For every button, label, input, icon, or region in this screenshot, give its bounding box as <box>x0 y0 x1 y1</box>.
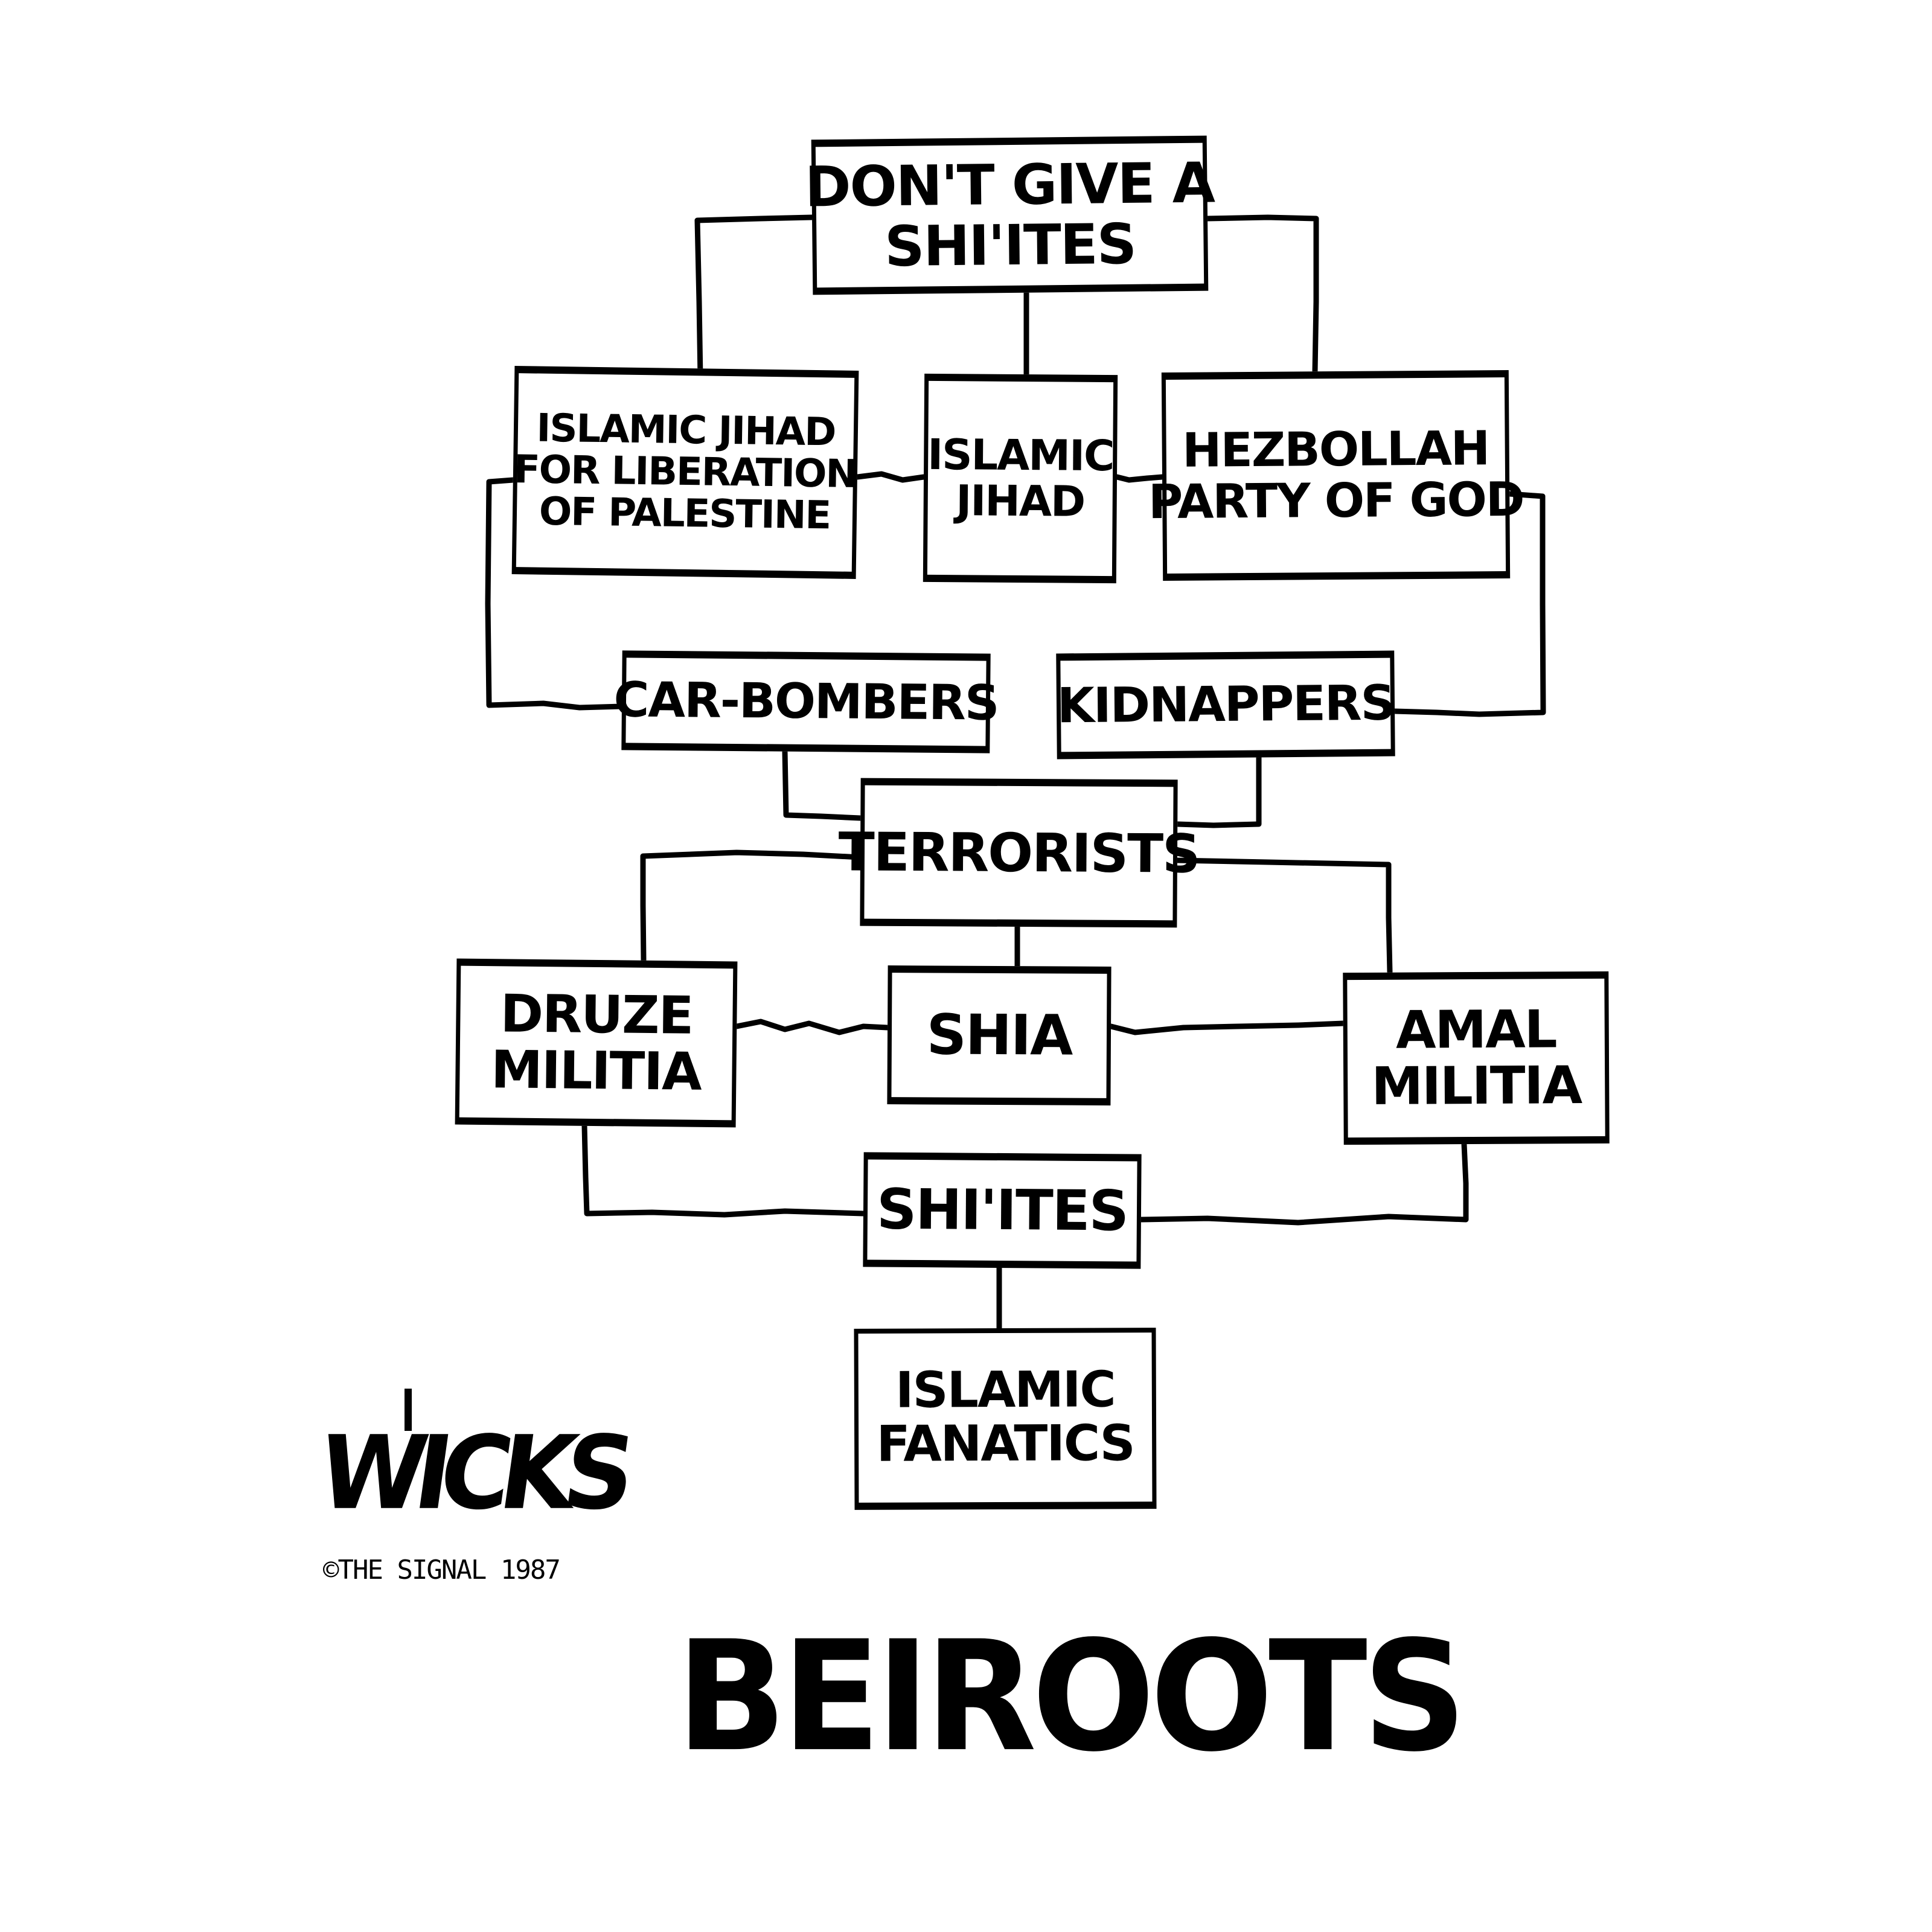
node-druze-militia: DRUZE MILITIA <box>455 958 738 1128</box>
node-islamic-fanatics: ISLAMIC FANATICS <box>854 1328 1157 1510</box>
edge-terr-druze <box>640 849 863 963</box>
edge-kid-terr <box>1174 755 1262 828</box>
edge-car-terr <box>782 749 863 821</box>
node-dont-give-a-shiites: DON'T GIVE A SHI'ITES <box>805 135 1214 295</box>
node-line: ISLAMIC <box>895 1361 1115 1420</box>
node-line: TERRORISTS <box>838 820 1200 885</box>
node-line: DRUZE <box>500 983 693 1046</box>
edge-hez-kid <box>1392 491 1546 717</box>
node-islamic-jihad-liberation-palestine: ISLAMIC JIHAD FOR LIBERATION OF PALESTIN… <box>511 366 859 579</box>
edge-terr-amal <box>1174 857 1393 975</box>
node-islamic-jihad: ISLAMIC JIHAD <box>923 373 1118 584</box>
node-line: FOR LIBERATION <box>513 447 857 497</box>
edge-ijlp-car <box>485 477 625 711</box>
edge-druze-shiites <box>581 1123 866 1218</box>
node-amal-militia: AMAL MILITIA <box>1343 971 1610 1145</box>
node-line: DON'T GIVE A <box>804 150 1215 220</box>
node-line: SHI'ITES <box>876 1177 1128 1244</box>
copyright-notice: ©THE SIGNAL 1987 <box>323 1555 561 1585</box>
node-line: FANATICS <box>876 1415 1134 1473</box>
node-line: OF PALESTINE <box>539 489 831 539</box>
node-line: AMAL <box>1395 999 1556 1061</box>
artist-signature: WICKS <box>312 1413 632 1532</box>
node-line: PARTY OF GOD <box>1148 472 1524 529</box>
node-line: JIHAD <box>955 475 1085 526</box>
node-terrorists: TERRORISTS <box>838 778 1200 928</box>
edge-amal-shiites <box>1138 1141 1469 1226</box>
node-line: MILITIA <box>490 1039 702 1102</box>
edge-druze-shia <box>734 1019 891 1035</box>
edge-top-hez <box>1204 214 1319 374</box>
node-line: KIDNAPPERS <box>1057 674 1395 734</box>
node-line: MILITIA <box>1371 1055 1582 1117</box>
edge-top-ijlp <box>694 214 815 380</box>
edge-shia-amal <box>1108 1020 1346 1035</box>
cartoon-title: BEIROOTS <box>676 1608 1467 1785</box>
signature-mark <box>405 1389 412 1431</box>
node-kidnappers: KIDNAPPERS <box>1056 650 1395 760</box>
node-line: SHIA <box>926 1002 1072 1068</box>
node-line: SHI'ITES <box>884 211 1136 279</box>
node-line: ISLAMIC JIHAD <box>536 406 836 455</box>
node-line: CAR-BOMBERS <box>613 671 999 732</box>
edge-ijlp-ij <box>854 471 927 483</box>
node-hezbollah: HEZBOLLAH PARTY OF GOD <box>1148 369 1524 581</box>
node-shiites: SHI'ITES <box>863 1152 1142 1269</box>
node-shia: SHIA <box>887 965 1112 1105</box>
node-line: ISLAMIC <box>927 429 1114 481</box>
node-line: HEZBOLLAH <box>1182 421 1489 479</box>
edge-ij-hez <box>1114 474 1165 483</box>
node-car-bombers: CAR-BOMBERS <box>613 650 999 753</box>
